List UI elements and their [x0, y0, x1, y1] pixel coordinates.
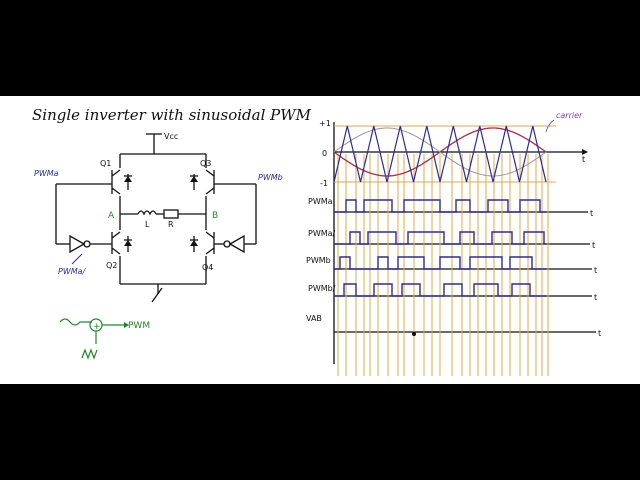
comparator-output-label: PWM [128, 321, 150, 331]
q4-label: Q4 [202, 263, 213, 272]
node-b-label: B [212, 211, 218, 221]
node-a-label: A [108, 211, 115, 221]
pwm-a-inv-wave [334, 231, 546, 245]
comparator-sign: + [93, 322, 101, 332]
pwm-a-wave [334, 199, 546, 213]
carrier-wave [333, 125, 547, 183]
reference-sine-inverted [333, 127, 547, 177]
tick-zero: 0 [322, 149, 327, 158]
signal-label-pwmb-inv: PWMb/ [308, 284, 336, 293]
inverted-a-label: PWMa/ [58, 267, 87, 276]
waveform-plot: t +1 0 -1 carrier PWMa PWMa/ PWMb PWMb/ … [306, 111, 601, 376]
input-a-label: PWMa [34, 169, 59, 178]
transistor-q3 [190, 169, 215, 195]
inverter-b [228, 234, 245, 254]
signal-axes: t t t t t [334, 209, 601, 338]
q3-label: Q3 [200, 159, 211, 168]
time-label-3: t [594, 266, 597, 275]
cursor-dot [412, 332, 416, 336]
pwm-b-inv-wave [334, 283, 546, 297]
h-bridge-circuit: Vcc [34, 132, 283, 360]
inductor-label: L [145, 220, 150, 229]
supply-label: Vcc [164, 132, 178, 141]
time-label-0: t [582, 155, 585, 164]
inverter-a [69, 234, 86, 254]
q2-label: Q2 [106, 261, 117, 270]
signal-label-pwmb: PWMb [306, 256, 331, 265]
time-label-4: t [594, 293, 597, 302]
input-b-label: PWMb [258, 173, 283, 182]
transistor-q2 [111, 231, 132, 255]
carrier-label: carrier [556, 111, 583, 120]
schematic-canvas: Single inverter with sinusoidal PWM Vcc [32, 106, 601, 376]
signal-label-vab: VAB [306, 314, 322, 323]
resistor [163, 209, 179, 219]
comparator-sketch: + PWM [59, 318, 150, 360]
waveforms [333, 125, 547, 336]
signal-label-pwma-inv: PWMa/ [308, 229, 336, 238]
resistor-label: R [168, 220, 174, 229]
pwm-b-wave [334, 256, 546, 270]
time-label-2: t [592, 241, 595, 250]
inductor [137, 210, 157, 216]
time-label-1: t [590, 209, 593, 218]
signal-label-pwma: PWMa [308, 197, 333, 206]
page-title: Single inverter with sinusoidal PWM [32, 106, 312, 124]
transistor-q4 [190, 231, 215, 255]
transistor-q1 [111, 169, 132, 195]
switching-lines [337, 154, 549, 376]
time-label-5: t [598, 329, 601, 338]
tick-minus-one: -1 [320, 179, 328, 188]
whiteboard: Single inverter with sinusoidal PWM Vcc [0, 96, 640, 384]
tick-plus-one: +1 [319, 119, 331, 128]
q1-label: Q1 [100, 159, 111, 168]
